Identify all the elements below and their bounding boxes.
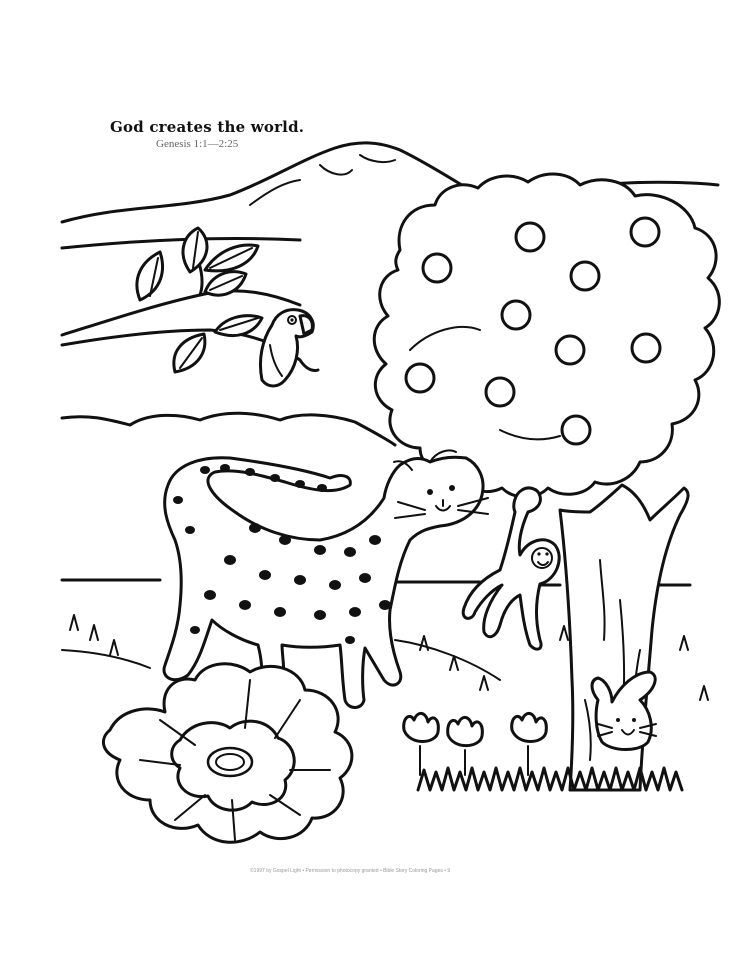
leopard <box>162 449 489 709</box>
grass <box>61 614 709 792</box>
bunny <box>590 670 657 751</box>
tulips <box>402 712 548 776</box>
fruit-tree <box>372 172 721 792</box>
branch-with-leaves <box>60 226 320 374</box>
big-flower <box>101 662 354 844</box>
leopard-spots <box>173 464 391 644</box>
monkey <box>461 486 561 651</box>
parrot <box>258 308 315 388</box>
hillside <box>60 411 692 587</box>
tree-fruits <box>404 216 662 446</box>
scripture-reference: Genesis 1:1—2:25 <box>156 138 239 150</box>
copyright-footer: ©1997 by Gospel Light • Permission to ph… <box>250 868 451 874</box>
page-title: God creates the world. <box>110 118 305 136</box>
